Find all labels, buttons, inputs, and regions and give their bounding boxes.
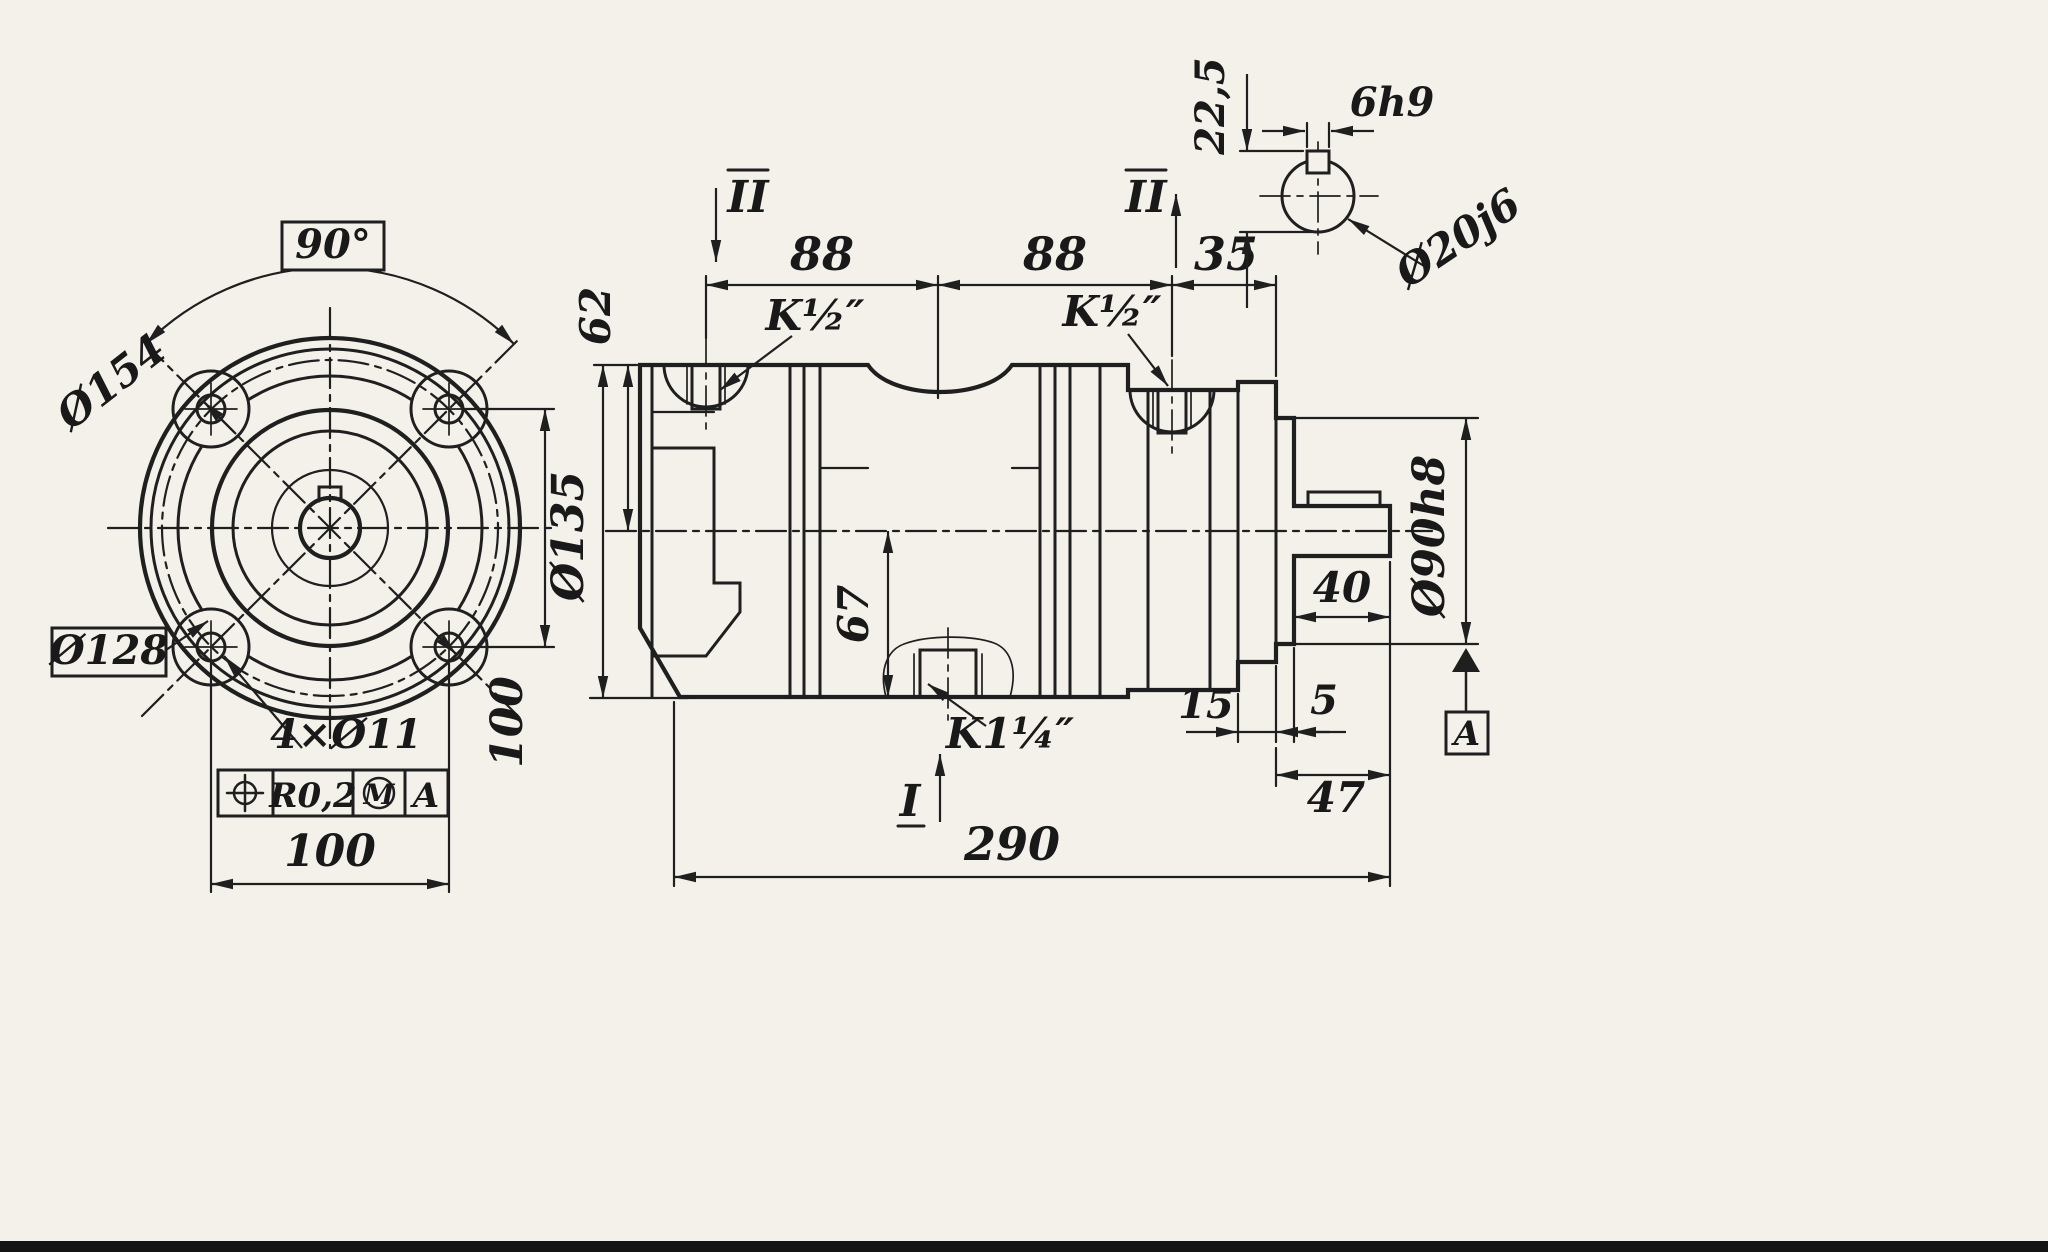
dim-key-depth: 22,5 <box>1187 57 1314 308</box>
dim-88-right: 88 <box>1022 227 1087 281</box>
flange-outline <box>137 335 523 721</box>
dim-key-width: 6h9 <box>1262 79 1435 149</box>
dim-290-label: 290 <box>963 817 1060 871</box>
tolerance-value: R0,2 <box>268 776 356 816</box>
section-mark-right: II <box>1123 168 1182 268</box>
tolerance-frame: R0,2 M A <box>216 768 450 818</box>
dim-holes: 4×Ø11 <box>223 655 422 758</box>
section-right-label: II <box>1123 172 1168 223</box>
scan-edge-bar <box>0 1241 2048 1252</box>
port-bottom <box>882 627 1014 721</box>
tolerance-datum: A <box>410 776 439 816</box>
bolt-circle <box>160 358 500 698</box>
shaft-bore <box>297 495 363 561</box>
dim-88-left: 88 <box>789 227 854 281</box>
thread-left-text: K½″ <box>764 291 864 340</box>
datum-box <box>1444 710 1490 756</box>
thread-bottom-text: K1¼″ <box>945 709 1075 758</box>
bore-keyway <box>317 485 343 503</box>
dim-15-label: 15 <box>1178 681 1234 728</box>
angle-label-box <box>280 220 386 272</box>
thread-right-text: K½″ <box>1061 287 1161 336</box>
datum-a: A <box>1444 648 1490 756</box>
side-view: II II I K½″ K½″ K1¼″ <box>543 168 1490 888</box>
dia154-label: Ø154 <box>45 324 175 440</box>
dim-15-5: 15 5 <box>1178 646 1346 744</box>
dim-67-label: 67 <box>829 585 878 643</box>
key-depth-label: 22,5 <box>1187 57 1234 155</box>
section-bottom-label: I <box>898 776 922 827</box>
port-top-left <box>662 335 750 433</box>
dim-dia128: Ø128 <box>48 620 209 678</box>
dia128-label: Ø128 <box>48 627 168 674</box>
position-symbol-icon <box>225 773 265 813</box>
internal-joints <box>650 363 1278 699</box>
dia90-label: Ø90h8 <box>1404 455 1455 619</box>
thread-label-bottom: K1¼″ <box>927 683 1075 758</box>
dim-290: 290 <box>672 700 1390 888</box>
dim-5-label: 5 <box>1310 677 1338 724</box>
port-top-right <box>1128 359 1216 456</box>
dim-angle-90: 90° <box>145 220 515 345</box>
dim-47-label: 47 <box>1307 773 1365 822</box>
key-cross-section <box>1305 149 1331 175</box>
thread-label-right: K½″ <box>1061 287 1169 387</box>
housing-cavity <box>650 446 742 658</box>
dim-67: 67 <box>829 531 894 697</box>
angle-label: 90° <box>295 221 371 268</box>
dim-62-label: 62 <box>571 287 620 345</box>
dia128-label-box <box>50 626 168 678</box>
dim-height-100: 100 <box>463 407 556 768</box>
dim-62: 62 <box>571 287 639 531</box>
shaft-key <box>1306 490 1382 508</box>
section-left-label: II <box>725 172 770 223</box>
section-mark-bottom: I <box>896 754 946 828</box>
thread-label-left: K½″ <box>719 291 865 391</box>
tolerance-modifier: M <box>363 778 396 811</box>
dim-35: 35 <box>1194 227 1258 281</box>
front-view: 90° Ø154 Ø128 4×Ø11 R0,2 <box>45 220 558 894</box>
shaft-dia-label: Ø20j6 <box>1385 179 1530 299</box>
key-width-label: 6h9 <box>1350 79 1435 126</box>
dim-47: 47 <box>1274 746 1390 822</box>
dim-dia90: Ø90h8 <box>1294 416 1480 646</box>
dim-width-label: 100 <box>284 826 376 877</box>
dia135-label: Ø135 <box>543 471 594 603</box>
m-circle-icon: M <box>363 776 396 811</box>
dim-height-label: 100 <box>482 676 533 768</box>
dim-40: 40 <box>1292 560 1392 888</box>
datum-label: A <box>1451 714 1480 754</box>
dim-width-100: 100 <box>209 661 451 894</box>
holes-label: 4×Ø11 <box>270 711 422 758</box>
dim-top-chain: 88 88 35 <box>704 227 1278 400</box>
section-mark-left: II <box>710 168 770 262</box>
dim-40-label: 40 <box>1313 563 1371 612</box>
dim-dia135: Ø135 <box>543 365 690 700</box>
body-outline <box>637 362 1393 700</box>
datum-triangle-icon <box>1452 648 1480 672</box>
